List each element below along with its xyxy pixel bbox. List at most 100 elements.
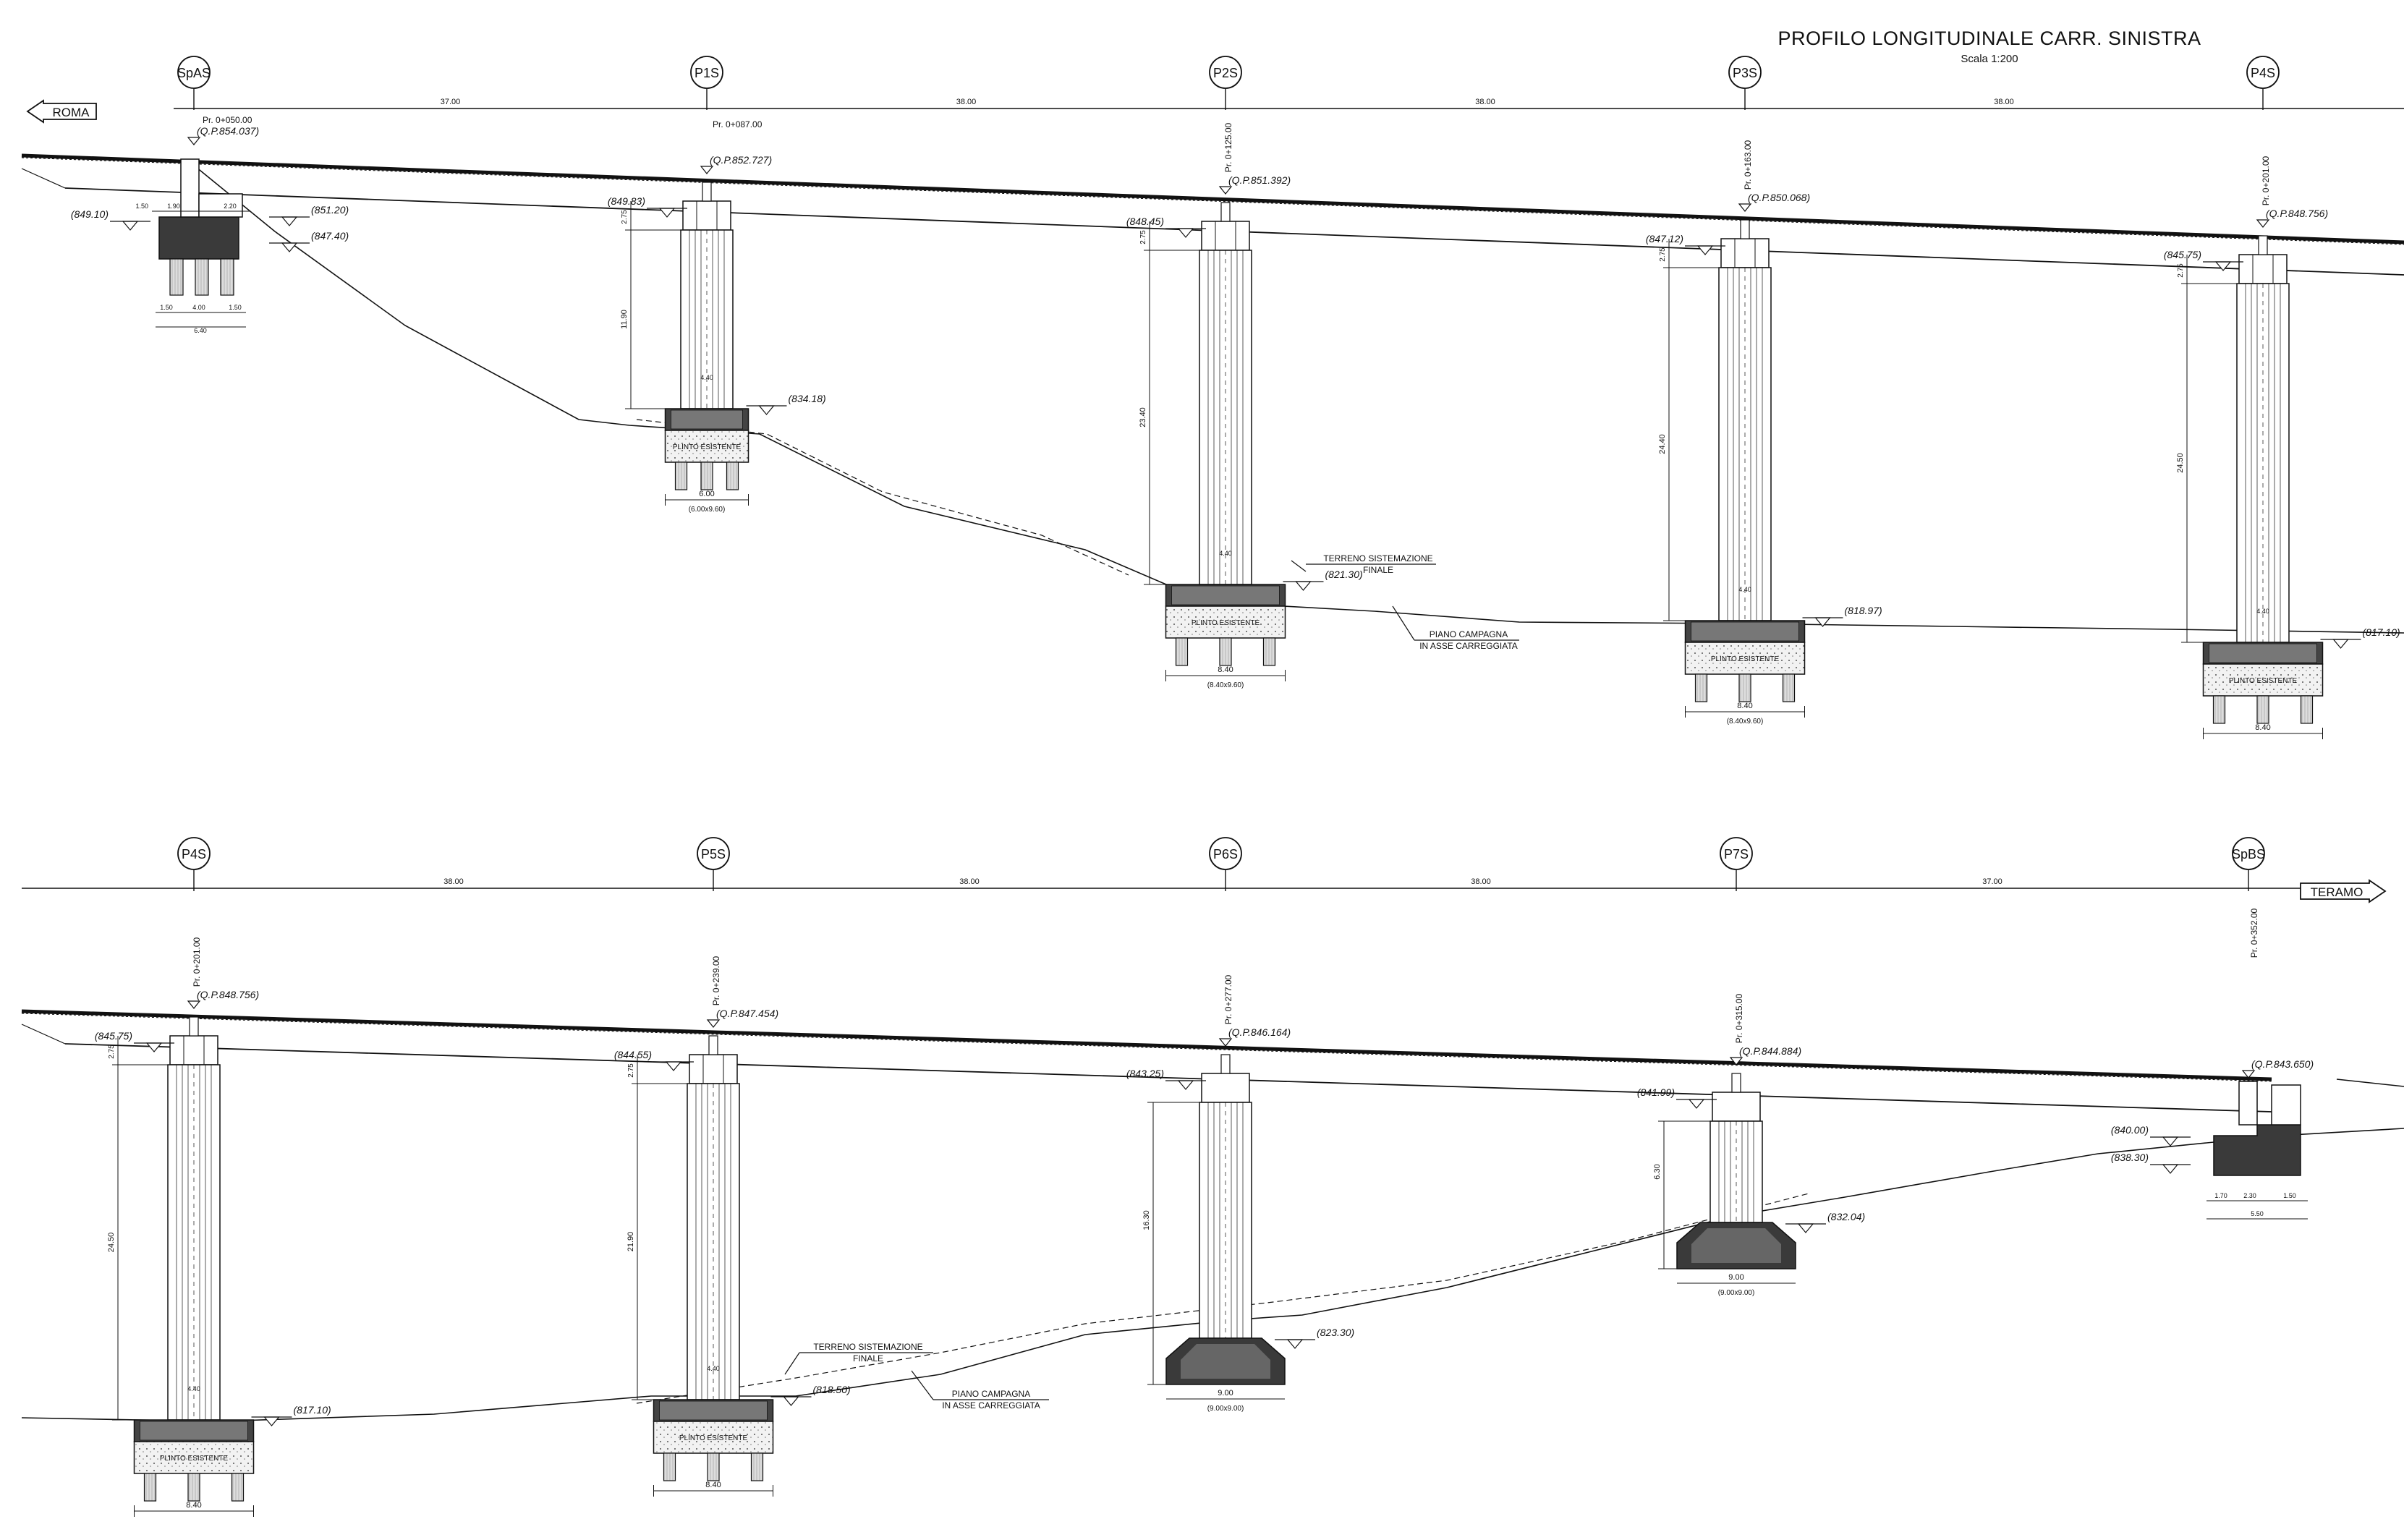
pier-shaft	[1709, 1120, 1763, 1223]
bearing	[189, 1016, 199, 1037]
support-progressive: Pr. 0+125.00	[1223, 122, 1233, 172]
pier-top-elevation: (845.75)	[2164, 249, 2243, 271]
support-tag-label: P5S	[701, 847, 726, 862]
abutment-dim: 1.50	[2283, 1192, 2296, 1199]
foundation-elevation: (832.04)	[1785, 1211, 1865, 1233]
abutment-seat	[198, 193, 243, 218]
support-tag-label: SpBS	[2232, 847, 2265, 862]
bearing	[1731, 1073, 1741, 1093]
pile	[1694, 673, 1708, 702]
elevation-value: (849.83)	[608, 195, 645, 207]
elevation-triangle	[758, 405, 775, 415]
pile	[2212, 695, 2226, 724]
elevation-value: (844.55)	[614, 1049, 652, 1060]
foundation-elevation: (818.97)	[1802, 605, 1882, 627]
ground-line-row2	[21, 1128, 2404, 1422]
foundation-core	[1691, 1228, 1781, 1263]
pile	[195, 258, 209, 296]
existing-plinth-label: PLINTO ESISTENTE	[679, 1434, 748, 1442]
top-elevation: (851.20)	[269, 204, 349, 226]
deck-elevation: (Q.P.854.037)	[197, 125, 259, 137]
elevation-value: (840.00)	[2111, 1124, 2149, 1136]
shaft-dim: 4.40	[2256, 608, 2269, 615]
elevation-triangle	[281, 216, 298, 226]
leader	[911, 1370, 934, 1400]
foundation-width: 6.00	[699, 490, 714, 498]
qp-marker	[1218, 186, 1233, 195]
foundation-width: 9.00	[1218, 1389, 1233, 1398]
qp-marker	[2256, 219, 2270, 228]
deck-elevation: (Q.P.846.164)	[1228, 1026, 1291, 1038]
elevation-triangle	[1295, 581, 1312, 591]
pile	[169, 258, 184, 296]
direction-label: TERAMO	[2311, 885, 2363, 899]
finished-terrain-row2	[636, 1193, 1809, 1404]
qp-marker	[1218, 1038, 1233, 1047]
cap-height: 2.75	[2177, 263, 2185, 278]
support-tag-label: P2S	[1213, 66, 1238, 80]
abutment-dim: 1.50	[160, 304, 173, 311]
qp-marker	[187, 137, 201, 145]
support-progressive: Pr. 0+201.00	[192, 937, 202, 987]
bearing	[708, 1035, 718, 1055]
elevation-triangle	[2162, 1136, 2179, 1147]
elevation-value: (845.75)	[2164, 249, 2201, 260]
qp-marker	[2241, 1070, 2256, 1079]
span-length: 38.00	[1471, 877, 1491, 886]
cap-height: 2.75	[627, 1063, 635, 1078]
pier-top-elevation: (848.45)	[1126, 216, 1206, 238]
deck-elevation: (Q.P.852.727)	[710, 154, 772, 166]
elevation-triangle	[1177, 1080, 1194, 1090]
pier-height: 21.90	[627, 1232, 635, 1252]
foundation-elevation: (821.30)	[1283, 569, 1363, 591]
shaft-dim: 4.40	[1219, 550, 1232, 557]
support-tag-label: P4S	[182, 847, 206, 862]
existing-plinth	[2202, 663, 2324, 697]
elevation-value: (817.10)	[2363, 626, 2400, 638]
support-progressive: Pr. 0+239.00	[711, 956, 721, 1005]
pier-height: 6.30	[1653, 1164, 1662, 1179]
pier-top-elevation: (847.12)	[1646, 233, 1725, 255]
leader	[1291, 560, 1307, 572]
foundation-core	[659, 1400, 768, 1421]
elevation-triangle	[2214, 261, 2232, 271]
pile	[231, 1473, 245, 1502]
pier-cap	[682, 200, 731, 231]
pile	[700, 461, 713, 490]
elevation-value: (849.10)	[71, 208, 109, 220]
elevation-value: (843.25)	[1126, 1068, 1164, 1079]
qp-marker	[1729, 1057, 1743, 1065]
pier-p3s: PLINTO ESISTENTE8.40(8.40x9.60)24.402.75…	[1658, 140, 1810, 726]
pile	[1262, 637, 1276, 666]
piano-label: PIANO CAMPAGNA	[1430, 629, 1508, 639]
ground-elevation: (849.10)	[71, 208, 150, 231]
abutment-dim: 2.20	[224, 203, 237, 210]
terreno-label: FINALE	[853, 1353, 883, 1364]
pier-height: 24.40	[1658, 434, 1667, 454]
foundation-core	[671, 409, 743, 430]
elevation-triangle	[122, 221, 139, 231]
pier-cap	[1720, 238, 1770, 268]
deck-elevation: (Q.P.850.068)	[1748, 192, 1810, 203]
pier-cap	[1201, 221, 1250, 251]
support-tag-p2s: P2S	[1209, 56, 1242, 110]
foundation-size-note: (8.40x9.60)	[1727, 718, 1764, 726]
pile	[2256, 695, 2269, 724]
deck-elevation: (Q.P.843.650)	[2251, 1058, 2314, 1070]
pier-cap	[689, 1054, 738, 1084]
ground-elevation: (840.00)	[2111, 1124, 2191, 1147]
shaft-dim: 4.40	[707, 1365, 720, 1372]
arrow-shape	[26, 99, 97, 124]
direction-label: ROMA	[53, 106, 90, 119]
support-tag-p7s: P7S	[1720, 837, 1753, 891]
bearing	[1740, 219, 1750, 239]
abutment-seat	[2271, 1084, 2301, 1126]
support-tag-p6s: P6S	[1209, 837, 1242, 891]
elevation-triangle	[281, 242, 298, 252]
pier-top-elevation: (845.75)	[95, 1030, 174, 1052]
support-progressive: Pr. 0+050.00	[203, 115, 252, 125]
